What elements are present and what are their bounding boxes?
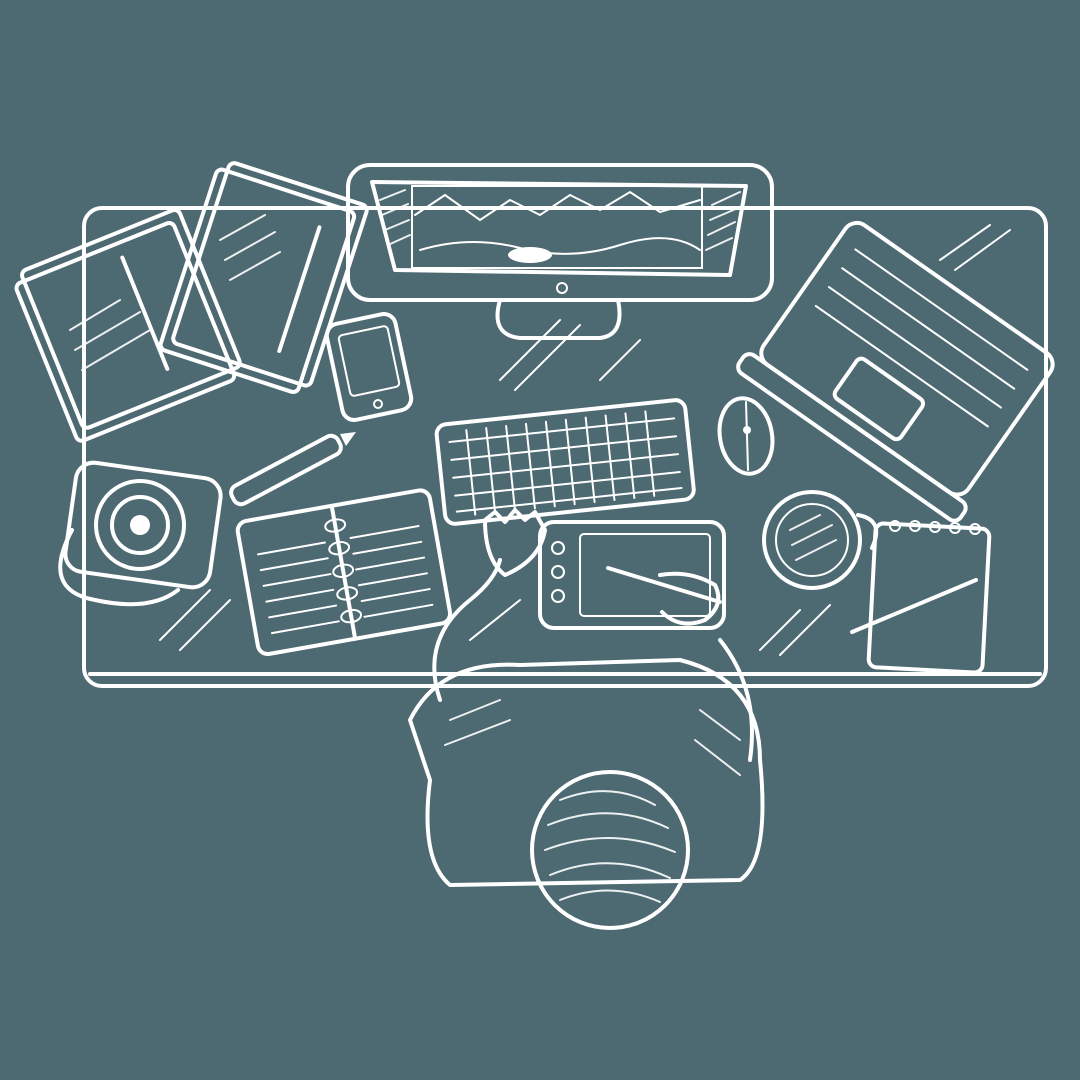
camera bbox=[58, 460, 223, 607]
person bbox=[408, 508, 765, 930]
laptop bbox=[736, 220, 1055, 523]
smartphone bbox=[324, 312, 414, 422]
spiral-notepad bbox=[850, 520, 992, 675]
left-hand bbox=[483, 508, 547, 577]
desk bbox=[82, 206, 1048, 688]
graphics-tablet bbox=[538, 520, 726, 630]
monitor bbox=[346, 163, 774, 340]
pencil bbox=[229, 432, 356, 507]
ring-binder-planner bbox=[235, 488, 453, 657]
keyboard bbox=[434, 398, 696, 526]
mouse bbox=[717, 396, 775, 476]
stylus bbox=[606, 566, 722, 626]
pencil-on-notepad bbox=[850, 578, 978, 634]
coffee-cup bbox=[762, 490, 879, 590]
stacked-folders bbox=[14, 161, 369, 443]
